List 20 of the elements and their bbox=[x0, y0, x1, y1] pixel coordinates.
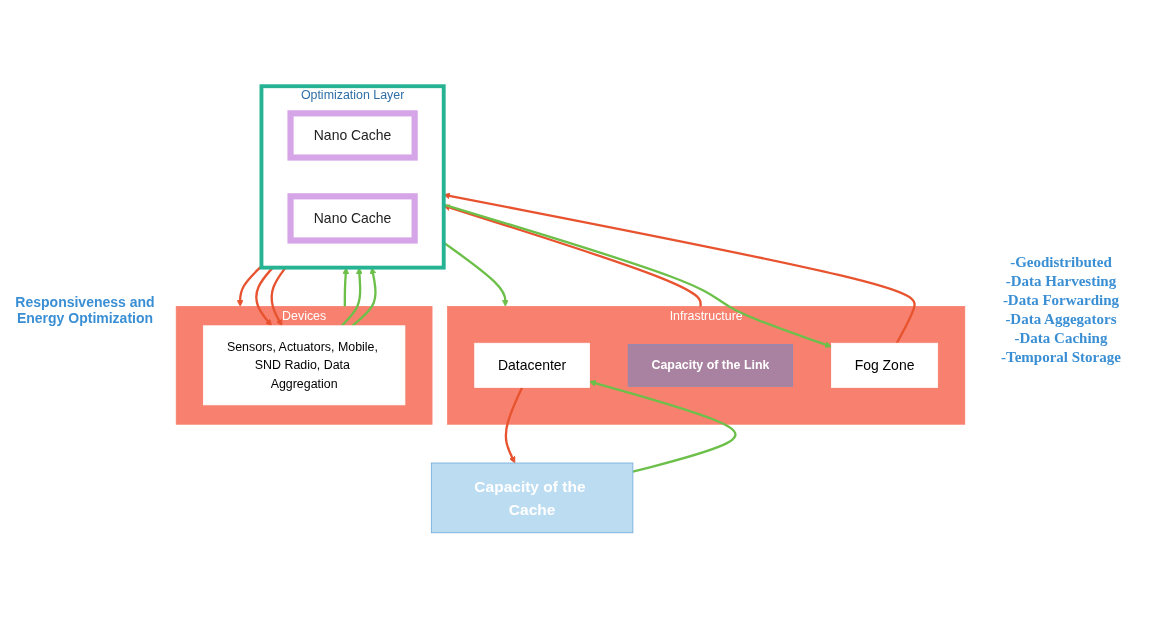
node-box: Nano Cache bbox=[287, 193, 418, 244]
node-box: Capacity of the Link bbox=[627, 344, 794, 387]
arrow bbox=[236, 265, 263, 307]
side-note: Responsiveness and Energy Optimization bbox=[14, 293, 156, 326]
feature-item: -Data Caching bbox=[1013, 329, 1109, 347]
feature-item: -Data Harvesting bbox=[1004, 272, 1118, 290]
arrow bbox=[589, 379, 737, 473]
arrow bbox=[341, 267, 363, 327]
node-box: Datacenter bbox=[474, 342, 590, 388]
node-box: Sensors, Actuators, Mobile, SND Radio, Data Aggregation bbox=[202, 325, 406, 406]
arrow bbox=[351, 267, 377, 327]
feature-item: -Data Aggegators bbox=[1004, 310, 1118, 328]
node-box: Nano Cache bbox=[287, 110, 418, 161]
arrow bbox=[504, 386, 524, 464]
feature-item: -Geodistributed bbox=[1009, 253, 1113, 271]
node-box: Capacity of the Cache bbox=[430, 462, 634, 534]
arrow bbox=[342, 267, 350, 307]
feature-item: -Data Forwarding bbox=[1001, 291, 1121, 309]
node-box: Fog Zone bbox=[831, 342, 939, 388]
feature-item: -Temporal Storage bbox=[1000, 348, 1122, 366]
